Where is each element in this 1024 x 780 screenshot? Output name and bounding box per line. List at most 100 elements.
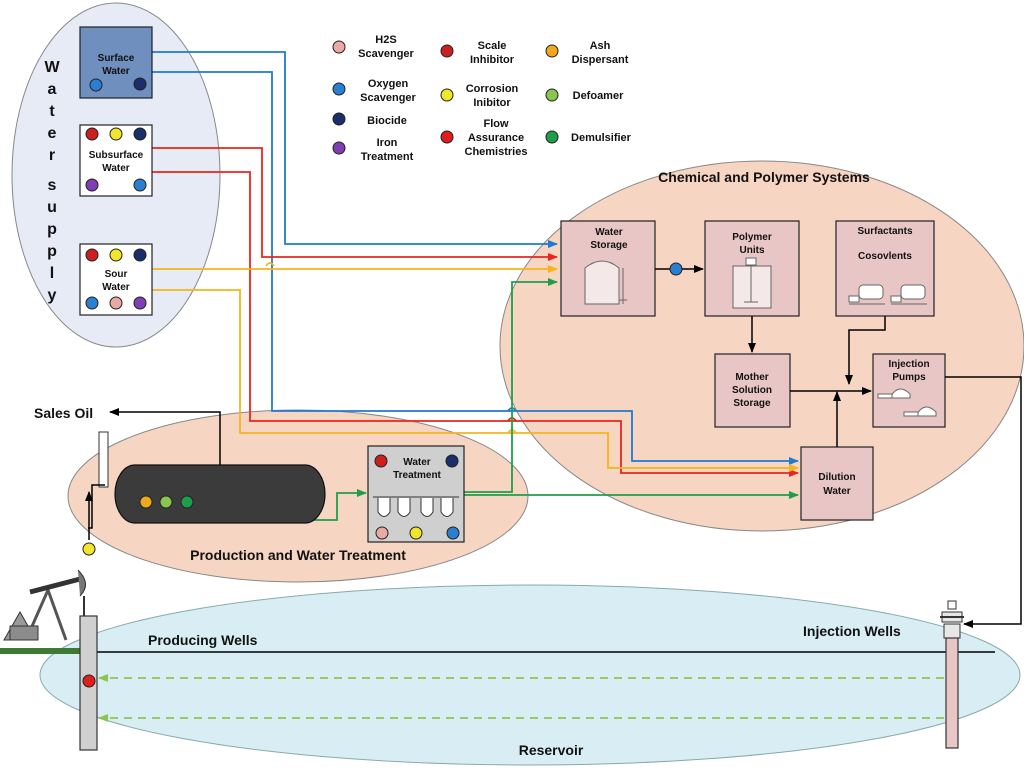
water-treatment-label-2: Treatment <box>393 470 441 481</box>
legend-item-defoamer: Defoamer <box>545 88 624 102</box>
scale-inhibitor-dot <box>374 454 388 468</box>
chemical-legend: H2S Scavenger Oxygen Scavenger Biocide I… <box>332 34 632 163</box>
subsurface-water-box: Subsurface Water <box>79 124 153 197</box>
injection-wellhead-icon <box>940 600 964 639</box>
chemical-systems-title: Chemical and Polymer Systems <box>658 169 870 185</box>
pumpjack-icon <box>0 569 96 654</box>
scale-inhibitor-swatch <box>440 44 454 58</box>
sales-oil-label: Sales Oil <box>34 405 93 421</box>
legend-item-iron-treatment: Iron Treatment <box>332 137 414 163</box>
water-storage-unit: Water Storage <box>560 220 656 317</box>
legend-label: Dispersant <box>572 54 629 66</box>
water-supply-letter: W <box>44 59 60 76</box>
demulsifier-swatch <box>545 130 559 144</box>
injection-pumps-label-2: Pumps <box>892 372 926 383</box>
biocide-dot <box>445 454 459 468</box>
polymer-units-label-1: Polymer <box>732 232 772 243</box>
mother-solution-label-2: Solution <box>732 385 772 396</box>
corrosion-inhibitor-dot <box>409 526 423 540</box>
polymer-units-label-2: Units <box>740 245 765 256</box>
water-supply-title: W a t e r s u p p l y <box>44 59 60 304</box>
sales-oil-line <box>109 408 221 465</box>
oxygen-scavenger-dot <box>133 178 147 192</box>
water-storage-label-2: Storage <box>590 240 628 251</box>
injection-pumps-unit: Injection Pumps <box>872 353 946 428</box>
dilution-water-label-2: Water <box>823 486 851 497</box>
surface-to-dilution-line <box>152 71 799 465</box>
legend-item-corrosion-inhibitor: Corrosion Inibitor <box>440 83 519 109</box>
corrosion-inhibitor-dot <box>109 248 123 262</box>
water-supply-letter: a <box>48 81 57 98</box>
ash-dispersant-swatch <box>545 44 559 58</box>
legend-item-h2s-scavenger: H2S Scavenger <box>332 34 415 60</box>
chemical-tank-icon <box>848 284 885 305</box>
water-storage-label-1: Water <box>595 227 623 238</box>
biocide-dot <box>133 127 147 141</box>
legend-label: Scavenger <box>360 92 416 104</box>
sour-to-dilution-line <box>152 289 799 472</box>
h2s-scavenger-dot <box>375 526 389 540</box>
injection-pumps-label-1: Injection <box>888 359 929 370</box>
reservoir-flow-lines <box>98 674 944 722</box>
oxygen-scavenger-injection-dot <box>669 262 683 276</box>
h2s-scavenger-swatch <box>332 40 346 54</box>
dilution-water-label-1: Dilution <box>818 472 855 483</box>
sour-water-label-1: Sour <box>105 269 128 280</box>
water-supply-letter: l <box>50 265 54 282</box>
corrosion-inhibitor-dot <box>109 127 123 141</box>
demulsifier-dot <box>180 495 194 509</box>
iron-treatment-dot <box>133 296 147 310</box>
legend-label: Scale <box>478 40 507 52</box>
reservoir-title: Reservoir <box>519 742 584 758</box>
mother-solution-label-3: Storage <box>733 398 771 409</box>
crossover-hump <box>265 262 275 267</box>
legend-label: Oxygen <box>368 78 409 90</box>
subsurface-water-label-2: Water <box>102 163 130 174</box>
legend-label: Flow <box>483 118 508 130</box>
legend-label: Treatment <box>361 151 414 163</box>
surfactants-unit: Surfactants Cosovlents <box>835 220 935 317</box>
pumps-to-injection-well-line <box>945 376 1022 628</box>
legend-item-ash-dispersant: Ash Dispersant <box>545 40 629 66</box>
h2s-scavenger-dot <box>109 296 123 310</box>
legend-label: Demulsifier <box>571 132 632 144</box>
water-supply-letter: p <box>47 243 57 260</box>
iron-treatment-dot <box>85 178 99 192</box>
chemical-systems-region <box>499 160 1024 532</box>
legend-item-demulsifier: Demulsifier <box>545 130 632 144</box>
storage-tank-icon <box>584 260 627 305</box>
water-supply-letter: p <box>47 221 57 238</box>
producing-wells-label: Producing Wells <box>148 632 258 648</box>
oxygen-scavenger-dot <box>85 296 99 310</box>
water-supply-letter: y <box>48 287 57 304</box>
legend-label: Inibitor <box>473 97 511 109</box>
oxygen-scavenger-swatch <box>332 82 346 96</box>
defoamer-dot <box>159 495 173 509</box>
treatment-to-water-storage-line <box>462 278 558 493</box>
water-supply-letter: e <box>48 125 57 142</box>
chemical-tank-icon <box>890 284 927 305</box>
separator-vessel <box>88 431 326 529</box>
surface-to-water-storage-line <box>152 51 558 248</box>
mother-solution-label-1: Mother <box>735 372 768 383</box>
scale-inhibitor-dot <box>85 127 99 141</box>
ash-dispersant-dot <box>139 495 153 509</box>
biocide-swatch <box>332 112 346 126</box>
biocide-dot <box>133 77 147 91</box>
surface-water-label-2: Water <box>102 66 130 77</box>
legend-label: Assurance <box>468 132 524 144</box>
legend-label: Defoamer <box>573 90 624 102</box>
legend-item-flow-assurance: Flow Assurance Chemistries <box>440 118 527 158</box>
mixer-tank-icon <box>732 257 772 309</box>
subsurface-water-label-1: Subsurface <box>89 150 144 161</box>
subsurface-to-water-storage-line <box>152 147 558 261</box>
water-supply-letter: t <box>49 103 55 120</box>
legend-item-oxygen-scavenger: Oxygen Scavenger <box>332 78 417 104</box>
surface-water-box: Surface Water <box>79 26 153 99</box>
legend-item-biocide: Biocide <box>332 112 407 127</box>
legend-label: Biocide <box>367 115 407 127</box>
production-title: Production and Water Treatment <box>190 547 406 563</box>
reservoir-region <box>39 584 1021 766</box>
subsurface-to-dilution-line <box>152 171 799 477</box>
